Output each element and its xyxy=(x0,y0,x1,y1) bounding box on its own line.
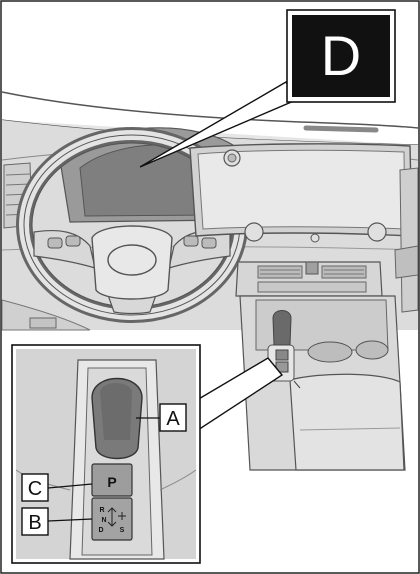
multimedia-screen xyxy=(190,144,412,236)
right-knob xyxy=(368,223,386,241)
pattern-letter-d: D xyxy=(98,527,103,534)
pattern-letter-n: N xyxy=(101,517,106,524)
p-switch-letter: P xyxy=(107,474,116,490)
callout-label-a: A xyxy=(166,408,180,430)
callout-label-b: B xyxy=(28,512,41,534)
callout-label-c: C xyxy=(28,478,42,500)
left-knob xyxy=(245,223,263,241)
pattern-letter-s: S xyxy=(120,527,125,534)
climate-panel xyxy=(236,262,382,296)
display-callout-label: D xyxy=(321,24,361,87)
center-button xyxy=(311,234,319,242)
pattern-letter-r: R xyxy=(99,507,104,514)
